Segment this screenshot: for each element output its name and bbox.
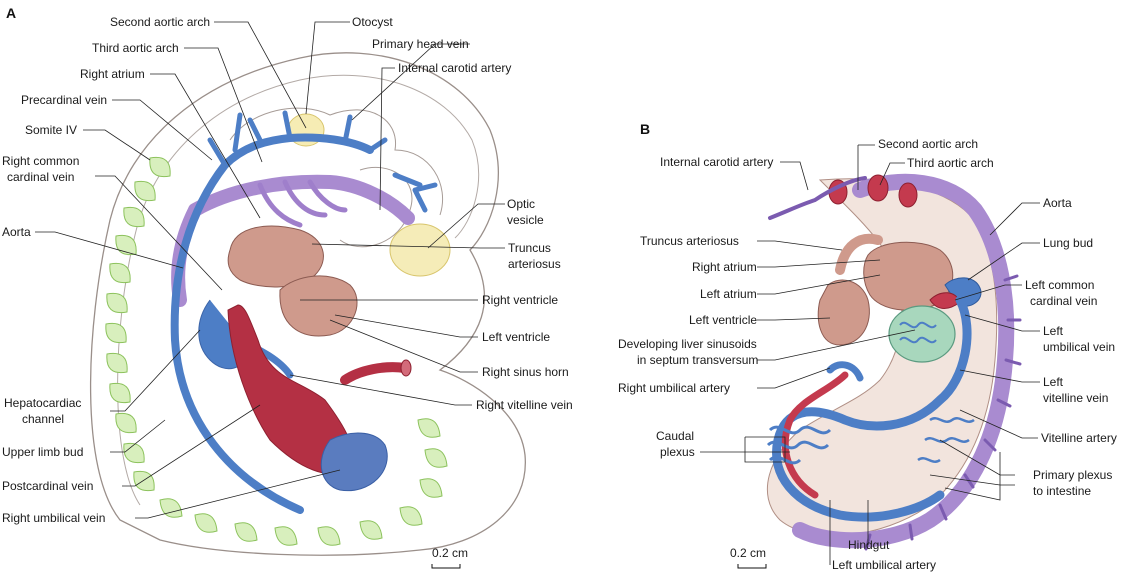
- label-b-right-atrium: Right atrium: [692, 260, 757, 274]
- label-b-left-vitelline-vein-line1: Left: [1043, 375, 1064, 389]
- label-otocyst: Otocyst: [352, 15, 393, 29]
- label-b-developing-liver-line1: Developing liver sinusoids: [618, 337, 757, 351]
- panel-a: A: [2, 5, 573, 569]
- label-b-left-umbilical-vein-line2: umbilical vein: [1043, 340, 1115, 354]
- label-truncus-arteriosus-line1: Truncus: [508, 241, 551, 255]
- label-third-aortic-arch: Third aortic arch: [92, 41, 179, 55]
- label-optic-vesicle-line2: vesicle: [507, 213, 544, 227]
- label-right-sinus-horn: Right sinus horn: [482, 365, 569, 379]
- label-b-left-atrium: Left atrium: [700, 287, 757, 301]
- panel-b-umbilical-vessel-top: [826, 361, 864, 382]
- panel-a-scale-label: 0.2 cm: [432, 546, 468, 560]
- label-b-truncus-arteriosus: Truncus arteriosus: [640, 234, 739, 248]
- panel-b: B: [618, 121, 1117, 572]
- panel-b-heart: [817, 241, 954, 346]
- panel-a-scale-bar: 0.2 cm: [431, 546, 468, 569]
- label-right-atrium: Right atrium: [80, 67, 145, 81]
- label-primary-head-vein: Primary head vein: [372, 37, 469, 51]
- label-right-common-cardinal-vein-line1: Right common: [2, 154, 79, 168]
- label-truncus-arteriosus-line2: arteriosus: [508, 257, 561, 271]
- label-b-left-common-cardinal-vein-line1: Left common: [1025, 278, 1094, 292]
- label-b-left-common-cardinal-vein-line2: cardinal vein: [1030, 294, 1097, 308]
- panel-a-letter: A: [6, 5, 16, 21]
- panel-a-brain: [229, 107, 444, 248]
- panel-a-umbilical-plexus: [320, 432, 388, 492]
- label-b-caudal-plexus-line2: plexus: [660, 445, 695, 459]
- label-b-hindgut: Hindgut: [848, 538, 890, 552]
- label-b-left-ventricle: Left ventricle: [689, 313, 757, 327]
- label-hepatocardiac-channel-line2: channel: [22, 412, 64, 426]
- label-b-lung-bud: Lung bud: [1043, 236, 1093, 250]
- label-b-caudal-plexus-line1: Caudal: [656, 429, 694, 443]
- label-b-aorta: Aorta: [1043, 196, 1072, 210]
- panel-b-liver: [888, 305, 956, 363]
- label-right-ventricle: Right ventricle: [482, 293, 558, 307]
- panel-a-aortic-arches: [257, 179, 348, 228]
- label-b-vitelline-artery: Vitelline artery: [1041, 431, 1117, 445]
- panel-a-somites: [105, 156, 448, 546]
- label-optic-vesicle-line1: Optic: [507, 197, 535, 211]
- panel-a-precardinal-branches: [207, 110, 438, 213]
- label-b-primary-plexus-line2: to intestine: [1033, 484, 1091, 498]
- label-upper-limb-bud: Upper limb bud: [2, 445, 83, 459]
- label-b-left-umbilical-vein-line1: Left: [1043, 324, 1064, 338]
- panel-b-truncus: [835, 233, 883, 275]
- label-b-primary-plexus-line1: Primary plexus: [1033, 468, 1112, 482]
- label-left-ventricle: Left ventricle: [482, 330, 550, 344]
- label-somite-iv: Somite IV: [25, 123, 77, 137]
- panel-b-leader-lines: [700, 144, 1040, 565]
- panel-a-heart: [227, 225, 358, 337]
- panel-b-internal-carotid: [768, 176, 867, 220]
- label-second-aortic-arch: Second aortic arch: [110, 15, 210, 29]
- panel-a-leader-lines: [35, 21, 505, 519]
- panel-b-scale-label: 0.2 cm: [730, 546, 766, 560]
- panel-b-umbilical-artery-loop: [781, 371, 849, 499]
- label-internal-carotid-artery: Internal carotid artery: [398, 61, 511, 75]
- panel-b-liver-sinusoids: [899, 321, 937, 344]
- label-precardinal-vein: Precardinal vein: [21, 93, 107, 107]
- label-b-second-aortic-arch: Second aortic arch: [878, 137, 978, 151]
- panel-b-caudal-bracket: [744, 436, 786, 463]
- panel-a-umbilical-cut: [400, 359, 412, 377]
- panel-b-plexus-bracket: [944, 452, 1001, 501]
- label-right-umbilical-vein: Right umbilical vein: [2, 511, 105, 525]
- label-postcardinal-vein: Postcardinal vein: [2, 479, 93, 493]
- label-hepatocardiac-channel-line1: Hepatocardiac: [4, 396, 81, 410]
- panel-a-umbilical-vessel: [340, 362, 410, 385]
- panel-b-scale-bar: 0.2 cm: [730, 546, 767, 569]
- panel-b-primary-plexus: [917, 417, 975, 463]
- optic-vesicle: [389, 223, 451, 277]
- panel-b-letter: B: [640, 121, 650, 137]
- label-right-vitelline-vein: Right vitelline vein: [476, 398, 573, 412]
- label-b-third-aortic-arch: Third aortic arch: [907, 156, 994, 170]
- label-b-left-umbilical-artery: Left umbilical artery: [832, 558, 936, 572]
- label-aorta: Aorta: [2, 225, 31, 239]
- label-b-left-vitelline-vein-line2: vitelline vein: [1043, 391, 1108, 405]
- label-b-developing-liver-line2: in septum transversum: [637, 353, 758, 367]
- label-b-internal-carotid-artery: Internal carotid artery: [660, 155, 773, 169]
- label-b-right-umbilical-artery: Right umbilical artery: [618, 381, 730, 395]
- label-right-common-cardinal-vein-line2: cardinal vein: [7, 170, 74, 184]
